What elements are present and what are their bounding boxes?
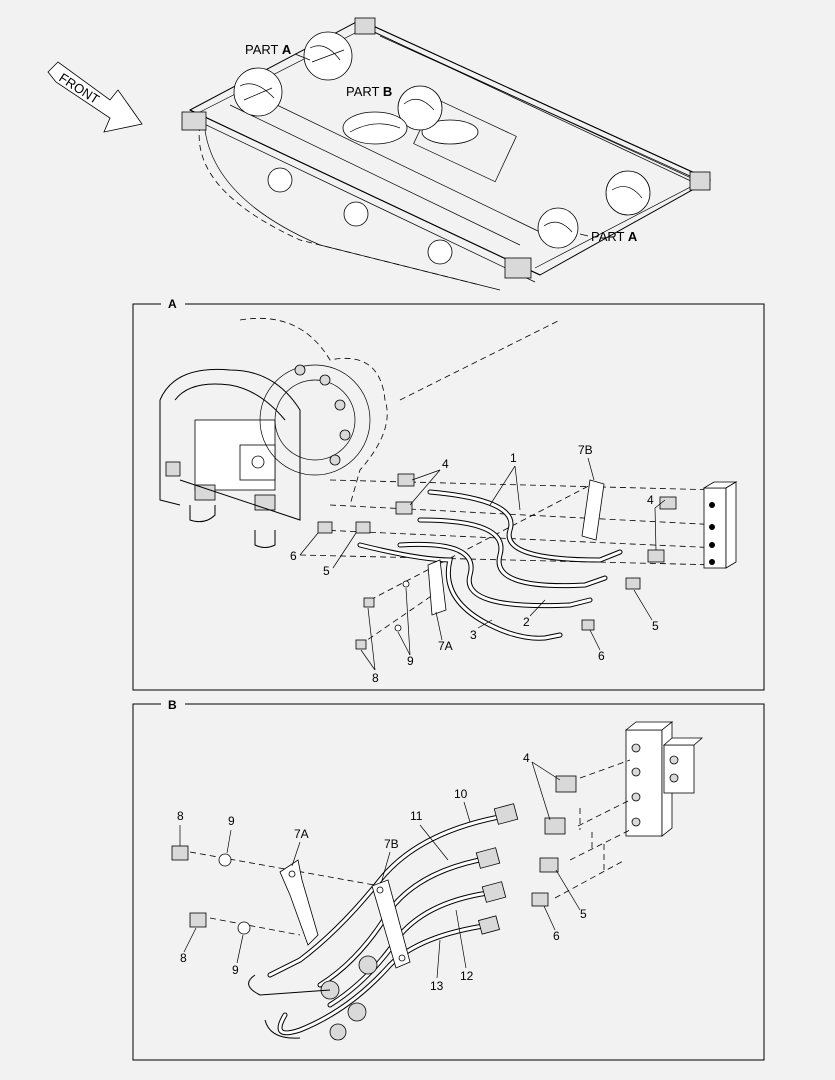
- callout-a-9: 9: [407, 654, 414, 668]
- section-b-callouts: 4 10 11 8 9 7A 7B 5 6 8 9 12 13: [177, 751, 587, 993]
- overview-illustration: FRONT: [47, 17, 712, 291]
- section-a-frame: [132, 303, 765, 691]
- part-b-label: PART B: [346, 84, 392, 99]
- callout-a-4-right: 4: [647, 493, 654, 507]
- callout-a-2: 2: [523, 615, 530, 629]
- callout-b-5: 5: [580, 907, 587, 921]
- callout-a-6-left: 6: [290, 549, 297, 563]
- section-b-title: B: [168, 698, 177, 712]
- callout-a-8: 8: [372, 671, 379, 685]
- detail-circle-b: [342, 85, 443, 145]
- callout-b-11: 11: [410, 809, 423, 823]
- section-a-title: A: [168, 297, 177, 311]
- undercarriage-frame: [181, 17, 712, 291]
- bracket-7a-b: [279, 859, 319, 946]
- callout-a-5-right: 5: [652, 619, 659, 633]
- callout-b-7a: 7A: [294, 827, 309, 841]
- bracket-7a: [427, 559, 447, 616]
- callout-a-6-right: 6: [598, 649, 605, 663]
- detail-circle-a-top: [303, 31, 353, 81]
- callout-a-7a: 7A: [438, 639, 453, 653]
- callout-a-7b: 7B: [578, 443, 593, 457]
- section-a-fittings: [317, 473, 677, 650]
- bracket-7b-b: [371, 879, 411, 969]
- front-arrow: FRONT: [47, 61, 143, 133]
- callout-a-1: 1: [510, 451, 517, 465]
- part-a-right-label: PART A: [591, 229, 638, 244]
- callout-b-13: 13: [430, 979, 444, 993]
- section-b: B: [132, 697, 765, 1061]
- bracket-7b: [581, 479, 605, 541]
- detail-circle-a-right: [537, 170, 651, 249]
- manifold-block-a: [702, 481, 738, 569]
- section-a-leader-lines: [299, 479, 721, 646]
- front-label: FRONT: [56, 70, 102, 107]
- detail-circle-a-left: [233, 67, 283, 117]
- section-b-fittings: [171, 775, 577, 935]
- callout-b-7b: 7B: [384, 837, 399, 851]
- callout-a-5-left: 5: [323, 564, 330, 578]
- callout-a-3: 3: [470, 628, 477, 642]
- callout-b-10: 10: [454, 787, 468, 801]
- section-a-callouts: 4 1 7B 4 6 5 5 2 3 7A 6 9 8: [290, 443, 666, 685]
- callout-b-9-top: 9: [228, 814, 235, 828]
- section-a: A: [132, 296, 765, 691]
- manifold-block-b: [624, 721, 704, 837]
- callout-b-8-top: 8: [177, 809, 184, 823]
- travel-motor: [159, 317, 561, 548]
- callout-a-4-left: 4: [442, 457, 449, 471]
- callout-b-8-bottom: 8: [180, 951, 187, 965]
- callout-b-9-bottom: 9: [232, 963, 239, 977]
- section-a-hoses: [357, 489, 623, 641]
- section-b-frame: [132, 703, 765, 1061]
- callout-b-6: 6: [553, 929, 560, 943]
- callout-b-4: 4: [523, 751, 530, 765]
- part-a-top-label: PART A: [245, 42, 292, 57]
- callout-b-12: 12: [460, 969, 474, 983]
